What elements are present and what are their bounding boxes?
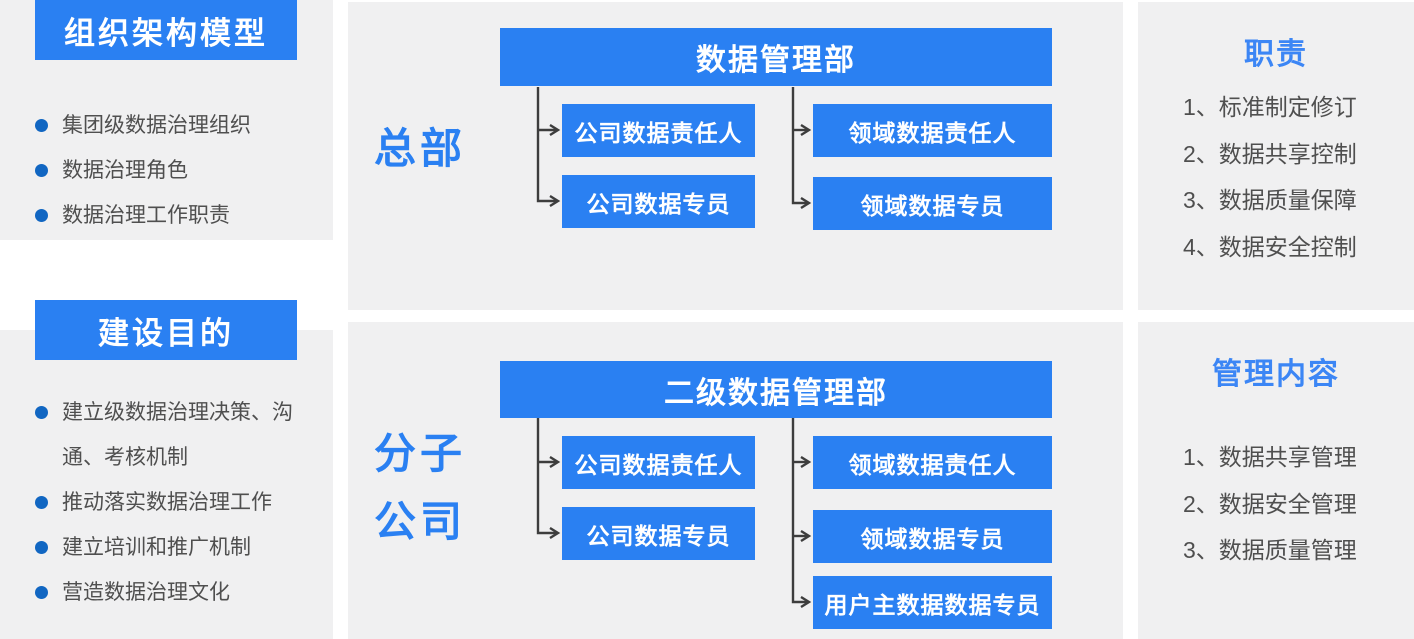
list-item-label: 建立级数据治理决策、沟通、考核机制 xyxy=(62,401,293,469)
org-node-data-management-dept: 数据管理部 xyxy=(500,28,1052,86)
org-node-company-data-owner-sub: 公司数据责任人 xyxy=(562,436,755,489)
bullet-dot-icon xyxy=(35,164,48,177)
org-node-company-data-owner: 公司数据责任人 xyxy=(562,104,755,157)
numbered-item: 3、数据质量保障 xyxy=(1183,187,1357,213)
bullet-dot-icon xyxy=(35,586,48,599)
group-label-line: 公司 xyxy=(374,498,467,545)
org-node-domain-data-specialist-sub: 领域数据专员 xyxy=(813,510,1052,563)
numbered-item: 2、数据安全管理 xyxy=(1183,490,1357,517)
list-item-label: 建立培训和推广机制 xyxy=(62,536,251,559)
list-item: 建立级数据治理决策、沟通、考核机制 xyxy=(30,390,322,480)
bullet-dot-icon xyxy=(35,209,48,222)
list-item: 集团级数据治理组织 xyxy=(30,103,322,148)
management-content-list: 1、数据共享管理 2、数据安全管理 3、数据质量管理 xyxy=(1183,434,1403,574)
group-label-subsidiaries: 分子 公司 xyxy=(374,420,466,556)
list-item-label: 营造数据治理文化 xyxy=(62,581,230,604)
list-item-label: 集团级数据治理组织 xyxy=(62,114,251,137)
panel-duties xyxy=(1138,2,1414,310)
org-node-company-data-specialist: 公司数据专员 xyxy=(562,175,755,228)
construction-purpose-bullet-list: 建立级数据治理决策、沟通、考核机制 推动落实数据治理工作 建立培训和推广机制 营… xyxy=(30,390,322,615)
right-section-title-duties: 职责 xyxy=(1244,38,1308,71)
numbered-item: 2、数据共享控制 xyxy=(1183,140,1357,167)
org-node-company-data-specialist-sub: 公司数据专员 xyxy=(562,507,755,560)
panel-management-content xyxy=(1138,322,1414,639)
list-item: 数据治理工作职责 xyxy=(30,193,322,238)
section-header-org-model: 组织架构模型 xyxy=(35,0,297,60)
list-item: 推动落实数据治理工作 xyxy=(30,480,322,525)
org-node-user-master-data-specialist: 用户主数据数据专员 xyxy=(813,576,1052,629)
section-header-construction-purpose: 建设目的 xyxy=(35,300,297,360)
bullet-dot-icon xyxy=(35,496,48,509)
duties-list: 1、标准制定修订 2、数据共享控制 3、数据质量保障 4、数据安全控制 xyxy=(1183,84,1403,270)
list-item: 营造数据治理文化 xyxy=(30,570,322,615)
panel-left-bottom xyxy=(0,330,333,639)
group-label-line: 分子 xyxy=(374,430,467,477)
numbered-item: 1、标准制定修订 xyxy=(1183,94,1357,120)
bullet-dot-icon xyxy=(35,119,48,132)
org-node-domain-data-owner-sub: 领域数据责任人 xyxy=(813,436,1052,489)
list-item: 数据治理角色 xyxy=(30,148,322,193)
bullet-dot-icon xyxy=(35,406,48,419)
numbered-item: 4、数据安全控制 xyxy=(1183,233,1357,260)
org-node-domain-data-owner: 领域数据责任人 xyxy=(813,104,1052,157)
right-section-title-management-content: 管理内容 xyxy=(1212,358,1340,391)
list-item-label: 数据治理角色 xyxy=(62,159,188,182)
list-item-label: 推动落实数据治理工作 xyxy=(62,491,272,514)
numbered-item: 3、数据质量管理 xyxy=(1183,537,1357,563)
org-node-secondary-data-management-dept: 二级数据管理部 xyxy=(500,361,1052,418)
org-node-domain-data-specialist: 领域数据专员 xyxy=(813,177,1052,230)
bullet-dot-icon xyxy=(35,541,48,554)
org-model-bullet-list: 集团级数据治理组织 数据治理角色 数据治理工作职责 xyxy=(30,103,322,238)
list-item-label: 数据治理工作职责 xyxy=(62,204,230,227)
list-item: 建立培训和推广机制 xyxy=(30,525,322,570)
group-label-headquarters: 总部 xyxy=(374,125,467,172)
numbered-item: 1、数据共享管理 xyxy=(1183,444,1357,470)
